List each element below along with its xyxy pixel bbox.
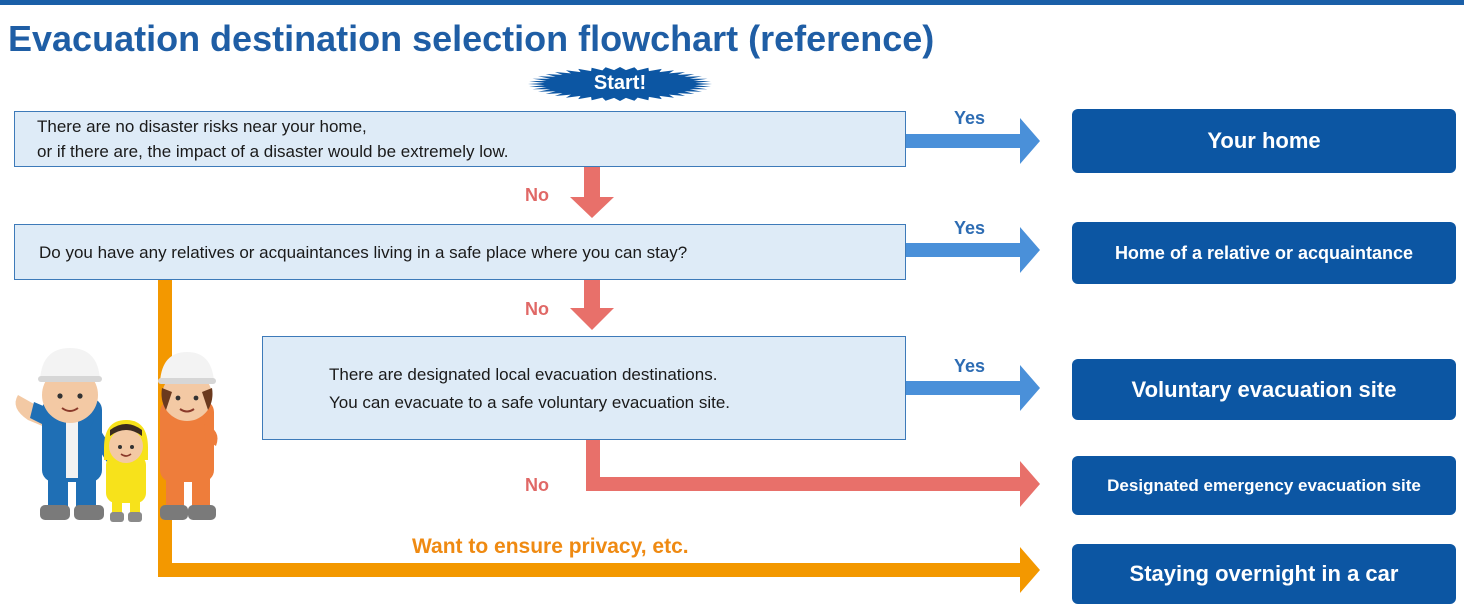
- dest-car: Staying overnight in a car: [1072, 544, 1456, 604]
- blue-yes-arrow-3: [906, 365, 1040, 411]
- blue-yes-arrow-1: [906, 118, 1040, 164]
- top-rule: [0, 0, 1464, 5]
- start-label: Start!: [593, 72, 647, 94]
- dest-relative-home: Home of a relative or acquaintance: [1072, 222, 1456, 284]
- red-down-arrow-2: [570, 280, 614, 330]
- question-box-2: Do you have any relatives or acquaintanc…: [14, 224, 906, 280]
- child-figure: [104, 420, 148, 522]
- question-2-line-1: Do you have any relatives or acquaintanc…: [39, 243, 688, 262]
- question-box-1: There are no disaster risks near your ho…: [14, 111, 906, 167]
- question-3-line-2: You can evacuate to a safe voluntary eva…: [329, 393, 731, 412]
- question-box-3: There are designated local evacuation de…: [262, 336, 906, 440]
- mother-figure: [158, 352, 218, 520]
- blue-yes-arrow-2: [906, 227, 1040, 273]
- page-title: Evacuation destination selection flowcha…: [8, 18, 935, 59]
- dest-voluntary-site: Voluntary evacuation site: [1072, 359, 1456, 420]
- red-down-arrow-1: [570, 167, 614, 218]
- father-figure: [15, 348, 118, 520]
- yes-label-2: Yes: [954, 218, 986, 238]
- question-3-line-1: There are designated local evacuation de…: [329, 365, 718, 384]
- dest-your-home: Your home: [1072, 109, 1456, 173]
- no-label-1: No: [525, 185, 549, 205]
- dest-emergency-site: Designated emergency evacuation site: [1072, 456, 1456, 515]
- question-1-line-2: or if there are, the impact of a disaste…: [37, 142, 509, 161]
- question-1-line-1: There are no disaster risks near your ho…: [37, 117, 367, 136]
- no-label-2: No: [525, 299, 549, 319]
- privacy-label: Want to ensure privacy, etc.: [412, 535, 689, 558]
- red-elbow-arrow: [586, 440, 1040, 507]
- yes-label-3: Yes: [954, 356, 986, 376]
- no-label-3: No: [525, 475, 549, 495]
- yes-label-1: Yes: [954, 108, 986, 128]
